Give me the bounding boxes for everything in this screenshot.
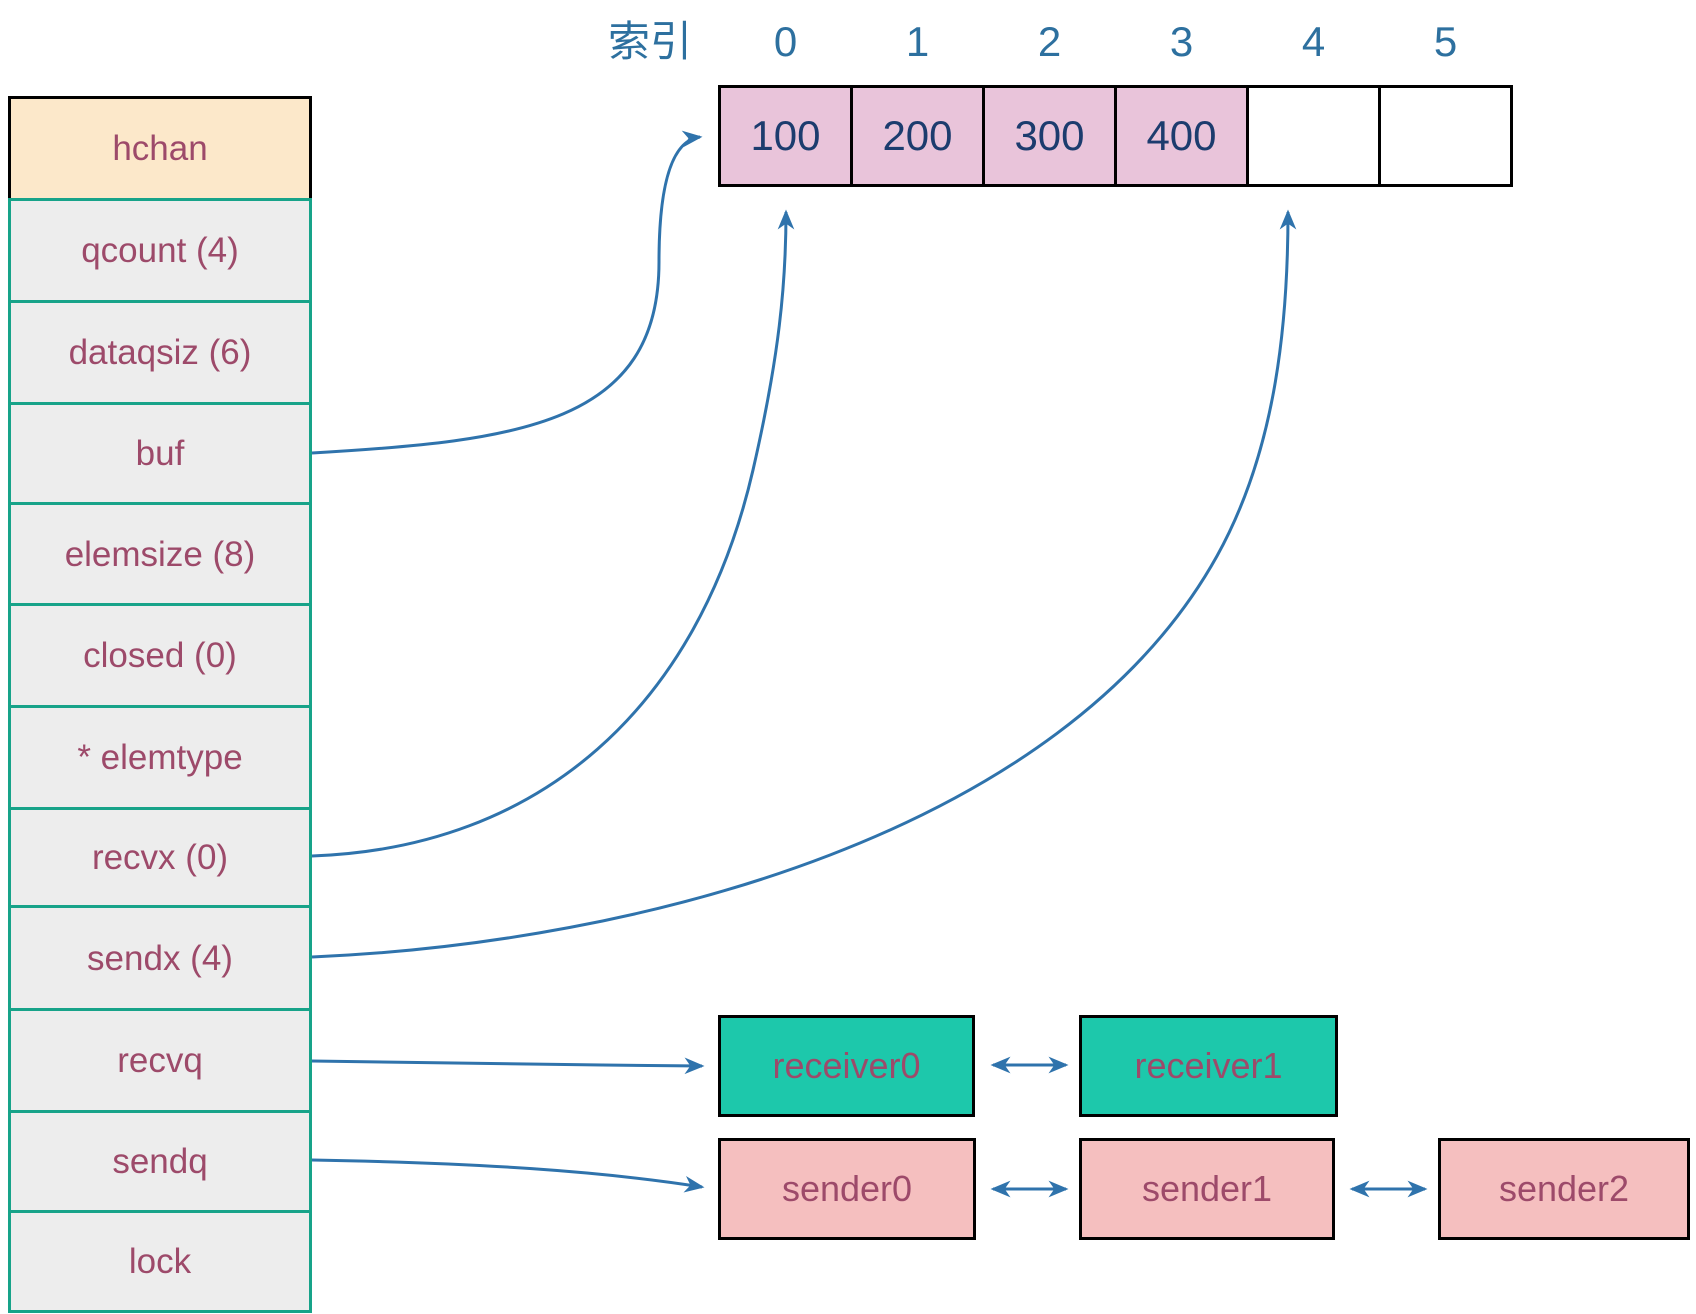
receiver1-box: receiver1 bbox=[1079, 1015, 1338, 1117]
arrow-sendq-to-sender0 bbox=[311, 1158, 705, 1193]
array-index-1: 1 bbox=[905, 18, 930, 65]
struct-row-hchan: hchan bbox=[8, 96, 312, 201]
array-index-caption: 索引 bbox=[607, 18, 692, 65]
array-cell-1: 200 bbox=[850, 85, 985, 187]
struct-row-closed: closed (0) bbox=[8, 603, 312, 708]
arrow-sendx-to-cell4 bbox=[311, 209, 1297, 959]
struct-row-label: sendx (4) bbox=[87, 938, 233, 978]
struct-row-dataqsiz: dataqsiz (6) bbox=[8, 300, 312, 405]
struct-row-label: * elemtype bbox=[77, 738, 243, 777]
array-cell-value: 300 bbox=[1014, 112, 1085, 159]
struct-row-label: qcount (4) bbox=[81, 231, 239, 270]
receiver1-label: receiver1 bbox=[1134, 1045, 1283, 1086]
sender2-box: sender2 bbox=[1438, 1138, 1690, 1240]
struct-row-sendq: sendq bbox=[8, 1110, 312, 1213]
array-cell-value: 400 bbox=[1146, 112, 1217, 159]
receiver0-box: receiver0 bbox=[718, 1015, 975, 1117]
array-index-0: 0 bbox=[773, 18, 798, 65]
arrow-buf-to-cell0 bbox=[311, 130, 703, 455]
sender1-label: sender1 bbox=[1141, 1168, 1273, 1209]
struct-row-sendx: sendx (4) bbox=[8, 905, 312, 1011]
array-cell-value: 200 bbox=[882, 112, 953, 159]
struct-row-qcount: qcount (4) bbox=[8, 198, 312, 303]
struct-row-elemsize: elemsize (8) bbox=[8, 502, 312, 606]
struct-row-label: sendq bbox=[112, 1142, 208, 1181]
struct-row-recvx: recvx (0) bbox=[8, 807, 312, 908]
struct-row-elemtype: * elemtype bbox=[8, 705, 312, 810]
array-cell-5 bbox=[1378, 85, 1513, 187]
arrow-recvx-to-cell0 bbox=[311, 209, 795, 858]
struct-row-label: hchan bbox=[112, 129, 208, 168]
struct-row-label: dataqsiz (6) bbox=[68, 333, 252, 372]
sender2-label: sender2 bbox=[1498, 1168, 1630, 1209]
struct-row-recvq: recvq bbox=[8, 1008, 312, 1113]
struct-row-label: closed (0) bbox=[83, 636, 237, 675]
arrow-recvq-to-receiver0 bbox=[311, 1057, 705, 1075]
receiver0-label: receiver0 bbox=[772, 1045, 921, 1086]
array-cell-value: 100 bbox=[750, 112, 821, 159]
struct-row-buf: buf bbox=[8, 402, 312, 505]
struct-row-label: lock bbox=[128, 1242, 192, 1281]
struct-row-label: elemsize (8) bbox=[64, 534, 256, 574]
array-cell-0: 100 bbox=[718, 85, 853, 187]
array-cell-4 bbox=[1246, 85, 1381, 187]
sender0-label: sender0 bbox=[781, 1168, 913, 1209]
array-index-5: 5 bbox=[1433, 18, 1458, 65]
sender0-box: sender0 bbox=[718, 1138, 976, 1240]
struct-row-lock: lock bbox=[8, 1210, 312, 1313]
array-index-2: 2 bbox=[1037, 18, 1062, 65]
struct-row-label: buf bbox=[135, 434, 185, 473]
array-cell-3: 400 bbox=[1114, 85, 1249, 187]
array-index-4: 4 bbox=[1301, 18, 1326, 65]
array-cell-2: 300 bbox=[982, 85, 1117, 187]
struct-row-label: recvq bbox=[117, 1041, 203, 1080]
array-index-3: 3 bbox=[1169, 18, 1194, 65]
sender1-box: sender1 bbox=[1079, 1138, 1335, 1240]
struct-row-label: recvx (0) bbox=[91, 838, 229, 877]
